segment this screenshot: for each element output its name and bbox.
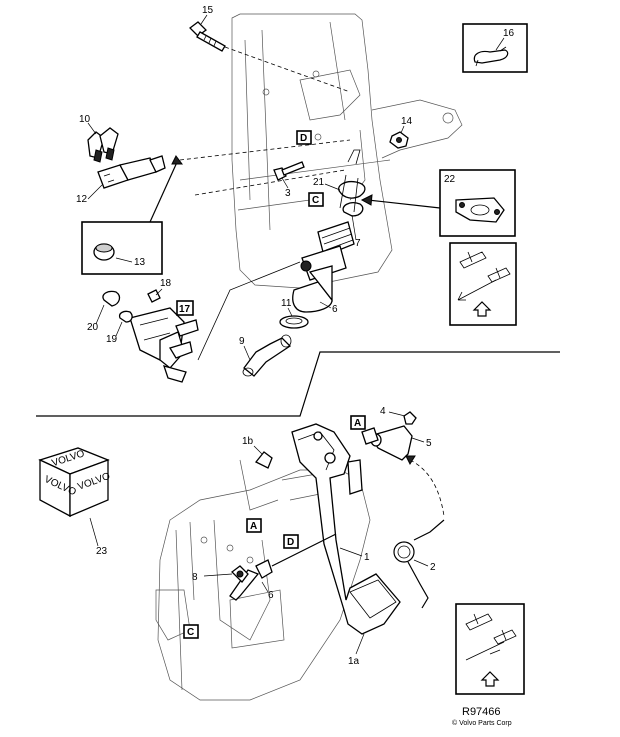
callout-10: 10	[79, 114, 91, 125]
callout-1a: 1a	[348, 656, 360, 667]
callout-4: 4	[380, 406, 386, 417]
ref-box-d-bottom	[283, 534, 299, 549]
callout-3: 3	[285, 188, 291, 199]
section-divider	[36, 351, 560, 417]
callout-18: 18	[160, 278, 172, 289]
diagram-reference-code: R97466	[462, 706, 501, 718]
callout-9: 9	[239, 336, 245, 347]
copyright-notice: © Volvo Parts Corp	[452, 720, 512, 727]
ref-c-top: C	[312, 195, 319, 206]
ref-d-top: D	[300, 133, 307, 144]
bolt-3	[273, 161, 305, 181]
master-cylinder-6	[292, 149, 366, 313]
callout-7: 7	[355, 238, 361, 249]
callout-6-bottom: 6	[268, 590, 274, 601]
callout-12: 12	[76, 194, 88, 205]
callout-22: 22	[444, 174, 456, 185]
callout-5: 5	[426, 438, 432, 449]
nut-14	[389, 131, 409, 149]
ref-box-d-top	[296, 130, 312, 145]
ref-c-bottom: C	[187, 627, 194, 638]
hose-9	[242, 315, 309, 377]
reservoir-17	[102, 289, 199, 383]
callout-16: 16	[503, 28, 515, 39]
bracket-5	[361, 411, 417, 461]
clutch-sensor-12	[87, 127, 166, 189]
callout-1: 1	[364, 552, 370, 563]
ref-a-left: A	[250, 521, 257, 532]
callout-14: 14	[401, 116, 413, 127]
ref-box-c-top	[308, 192, 324, 207]
ref-box-17	[176, 300, 194, 316]
push-rod-6	[229, 533, 337, 601]
ref-a-right: A	[354, 418, 361, 429]
cap-13-inset	[81, 221, 163, 275]
ref-17: 17	[179, 304, 191, 315]
ref-d-bottom: D	[287, 537, 294, 548]
clip-16-inset	[462, 23, 528, 73]
callout-23: 23	[96, 546, 108, 557]
ref-box-c-bottom	[183, 624, 199, 639]
callout-2: 2	[430, 562, 436, 573]
callout-13: 13	[134, 257, 146, 268]
return-spring-2	[393, 519, 445, 609]
callout-8: 8	[192, 572, 198, 583]
callout-1b: 1b	[242, 436, 254, 447]
ref-box-a-right	[350, 415, 366, 430]
callout-6-top: 6	[332, 304, 338, 315]
clutch-pedal-1	[254, 423, 401, 635]
callout-11: 11	[281, 298, 292, 309]
callout-20: 20	[87, 322, 99, 333]
drive-side-inset-top	[449, 242, 517, 326]
callout-21: 21	[313, 177, 325, 188]
drive-side-inset-bottom	[455, 603, 525, 695]
bolt-15	[189, 21, 226, 52]
ref-box-a-left	[246, 518, 262, 533]
flange-22-inset	[439, 169, 516, 237]
callout-15: 15	[202, 5, 214, 16]
callout-19: 19	[106, 334, 118, 345]
grease-package-23: VOLVO VOLVO VOLVO	[38, 447, 112, 518]
